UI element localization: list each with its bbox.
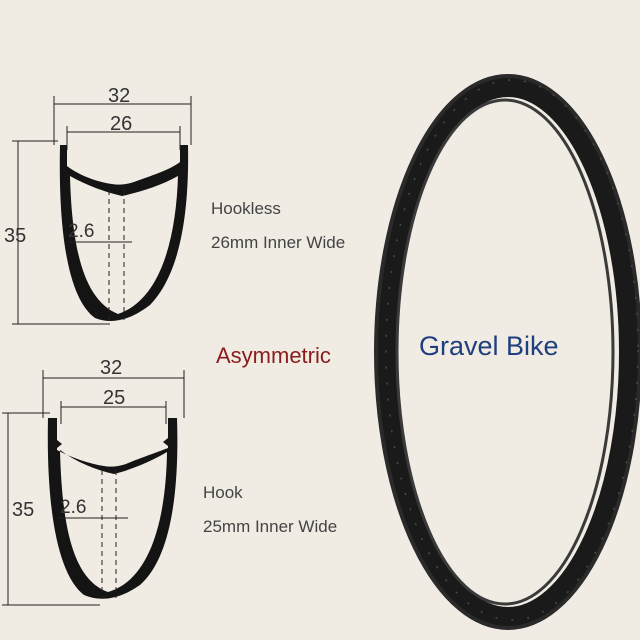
hookless-inner-width-label: 26 (110, 113, 133, 135)
hookless-height-label: 35 (4, 225, 27, 247)
hookless-type-label: Hookless (211, 199, 281, 218)
hookless-offset-label: 2.6 (68, 221, 95, 242)
hook-inner-width-label: 25 (103, 387, 126, 409)
hook-inner-wide-label: 25mm Inner Wide (203, 517, 338, 536)
spoke-holes (385, 79, 639, 621)
hook-height-label: 35 (12, 499, 35, 521)
hookless-inner-wide-label: 26mm Inner Wide (211, 233, 346, 252)
hook-profile (2, 370, 185, 606)
hook-offset-label: 2.6 (60, 497, 87, 518)
hook-outer-width-label: 32 (100, 357, 123, 379)
hookless-outer-width-label: 32 (108, 85, 131, 107)
hook-type-label: Hook (203, 483, 243, 502)
hookless-profile (12, 96, 192, 325)
gravel-bike-label: Gravel Bike (419, 331, 559, 361)
asymmetric-label: Asymmetric (216, 343, 331, 368)
rim-hoop-illustration (374, 74, 640, 630)
